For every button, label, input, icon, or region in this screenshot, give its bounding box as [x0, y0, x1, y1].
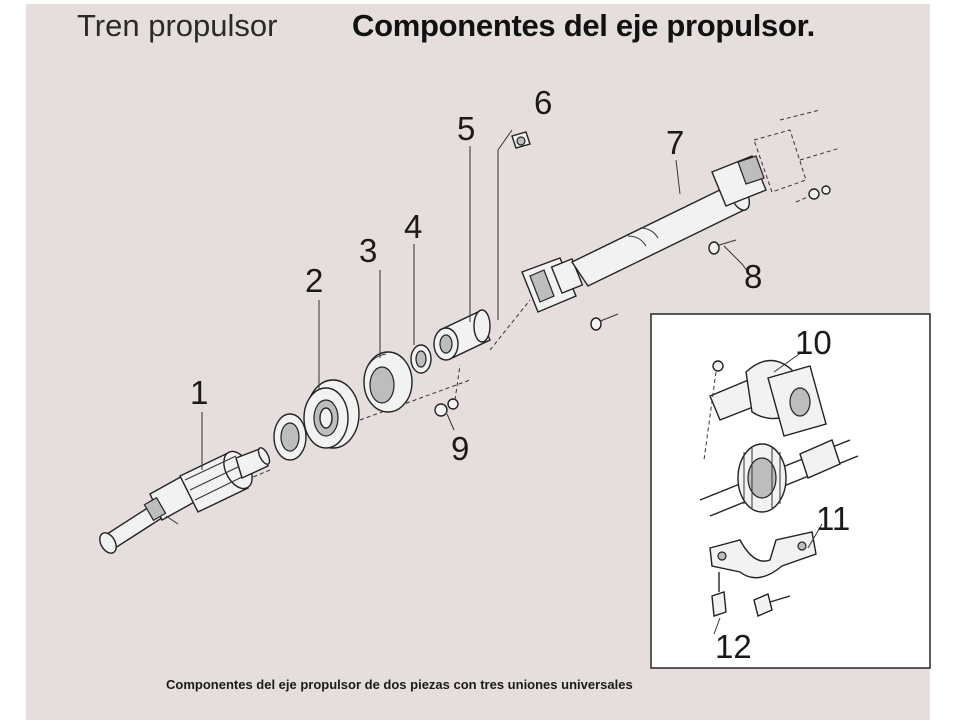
callout-5: 5	[457, 110, 475, 147]
part-2-center-bearing	[273, 379, 360, 461]
callout-12: 12	[715, 628, 752, 665]
callout-1: 1	[190, 374, 208, 411]
part-11-bracket	[709, 531, 817, 579]
part-10-bearing-support	[703, 359, 827, 461]
part-7-rear-shaft	[521, 109, 841, 331]
figure-caption: Componentes del eje propulsor de dos pie…	[166, 677, 633, 692]
callout-6: 6	[534, 84, 552, 121]
callout-9: 9	[451, 430, 469, 467]
callout-10: 10	[795, 324, 832, 361]
part-1-slip-yoke	[99, 447, 271, 554]
part-4-washer	[410, 344, 432, 374]
callout-11: 11	[816, 500, 850, 537]
inset-box	[650, 313, 931, 669]
callout-2: 2	[305, 262, 323, 299]
callout-7: 7	[666, 124, 684, 161]
inset-shaft-bearing	[699, 439, 859, 517]
section-title: Tren propulsor	[77, 8, 278, 43]
leader-lines	[201, 129, 823, 635]
part-9-nut-washer	[434, 364, 461, 417]
part-3-rubber-insulator	[363, 351, 413, 413]
part-6-nut	[511, 131, 531, 149]
part-12-bolts	[711, 572, 791, 617]
callout-8: 8	[744, 258, 762, 295]
callout-4: 4	[404, 208, 422, 245]
main-title: Componentes del eje propulsor.	[352, 8, 815, 43]
callout-3: 3	[359, 232, 377, 269]
part-5-companion-flange	[433, 309, 491, 361]
